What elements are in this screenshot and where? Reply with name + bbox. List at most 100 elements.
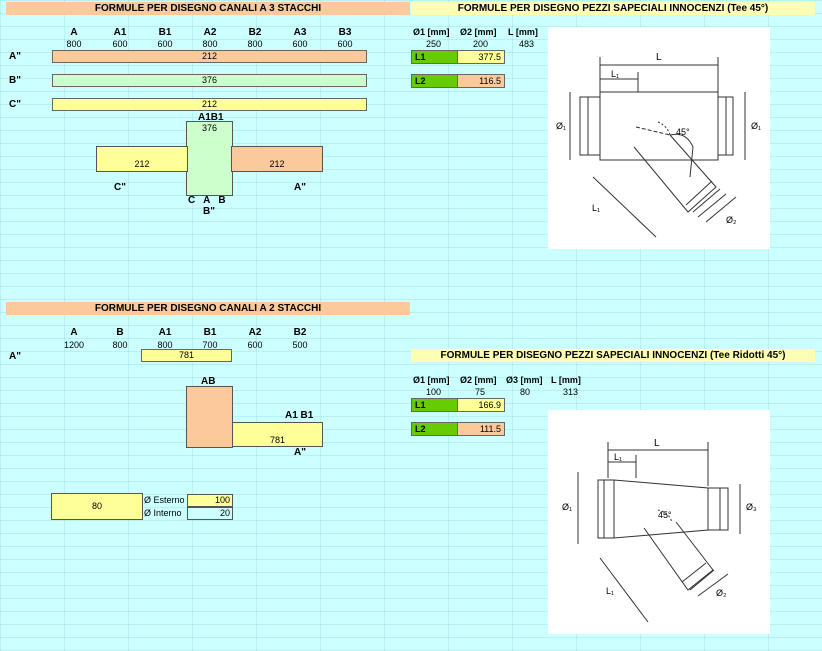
tee45-l2-value: 116.5	[457, 74, 505, 88]
tee45-dim-d2: Ø₂	[726, 215, 737, 225]
circle-ext-input[interactable]: 100	[187, 494, 233, 507]
row-bar-C: 212	[52, 98, 367, 111]
tee45-header-d2: Ø2 [mm]	[460, 27, 497, 37]
col2-value-A[interactable]: 1200	[63, 340, 85, 350]
col-letter-A: A	[70, 27, 78, 38]
tee45-value-d2[interactable]: 200	[473, 39, 489, 49]
teer-dim-d2: Ø₂	[716, 588, 727, 598]
circle-int-input[interactable]: 20	[187, 507, 233, 520]
tee45-dim-d1-right: Ø₁	[751, 121, 761, 131]
tee45-l1-key: L1	[411, 50, 458, 64]
tee45-dim-d1-left: Ø₁	[556, 121, 566, 131]
section-tee45-title: FORMULE PER DISEGNO PEZZI SAPECIALI INNO…	[411, 2, 815, 15]
row-bar-B: 376	[52, 74, 367, 87]
teer-value-d2[interactable]: 75	[475, 387, 486, 397]
section-3-stacchi-title: FORMULE PER DISEGNO CANALI A 3 STACCHI	[6, 2, 410, 15]
col-value-A3[interactable]: 600	[292, 39, 308, 49]
tee45-l1-value: 377.5	[457, 50, 505, 64]
col2-value-B[interactable]: 800	[112, 340, 128, 350]
col-value-A2[interactable]: 800	[202, 39, 218, 49]
teer-value-L: 313	[563, 387, 579, 397]
col2-letter-B2: B2	[293, 327, 307, 338]
diagram1-left-label: C"	[114, 182, 126, 193]
section-tee-ridotti-title: FORMULE PER DISEGNO PEZZI SAPECIALI INNO…	[411, 349, 815, 362]
col2-value-A2[interactable]: 600	[247, 340, 263, 350]
col2-value-B1[interactable]: 700	[202, 340, 218, 350]
teer-header-d1: Ø1 [mm]	[413, 375, 450, 385]
col2-letter-B1: B1	[203, 327, 217, 338]
col-value-A1[interactable]: 600	[112, 39, 128, 49]
circle-result-box: 80	[51, 493, 143, 520]
diagram2-bottom-label: A"	[294, 447, 306, 458]
tee45-header-d1: Ø1 [mm]	[413, 27, 450, 37]
tee45-value-L: 483	[519, 39, 535, 49]
col-letter-B2: B2	[248, 27, 262, 38]
row-label-C: C"	[9, 99, 21, 110]
diagram1-left-value: 212	[134, 159, 150, 169]
teer-l2-value: 111.5	[457, 422, 505, 436]
tee45-dim-angle: 45°	[676, 127, 690, 137]
tee45-drawing-panel: L L₁ Ø₁ Ø₁ 45° L₁ Ø₂	[548, 27, 770, 249]
tee45-dim-L1: L₁	[611, 69, 619, 79]
teer-drawing-panel: L L₁ Ø₁ Ø₃ 45° L₁ Ø₂	[548, 410, 770, 634]
diagram1-center-value: 376	[201, 123, 218, 133]
teer-l2-key: L2	[411, 422, 458, 436]
teer-dim-d1: Ø₁	[562, 502, 572, 512]
teer-l1-value: 166.9	[457, 398, 505, 412]
col-value-B2[interactable]: 800	[247, 39, 263, 49]
col-letter-A3: A3	[293, 27, 307, 38]
col-value-A[interactable]: 800	[66, 39, 82, 49]
diagram2-left-block	[186, 386, 233, 448]
teer-dim-L: L	[654, 438, 660, 449]
row-label-B: B"	[9, 75, 21, 86]
diagram1-left-block: 212	[96, 146, 188, 172]
circle-ext-label: Ø Esterno	[144, 495, 185, 505]
col-letter-B1: B1	[158, 27, 172, 38]
col-letter-B3: B3	[338, 27, 352, 38]
col-value-B1[interactable]: 600	[157, 39, 173, 49]
section-2-stacchi-title: FORMULE PER DISEGNO CANALI A 2 STACCHI	[6, 302, 410, 315]
col2-letter-B: B	[116, 327, 124, 338]
teer-dim-d3: Ø₃	[746, 502, 757, 512]
tee45-value-d1[interactable]: 250	[426, 39, 442, 49]
row-bar-A: 212	[52, 50, 367, 63]
teer-l1-key: L1	[411, 398, 458, 412]
teer-header-L: L [mm]	[551, 375, 581, 385]
row2-label-A: A"	[9, 351, 21, 362]
teer-dim-L1: L₁	[614, 452, 622, 462]
col-letter-A2: A2	[203, 27, 217, 38]
tee45-l2-key: L2	[411, 74, 458, 88]
col2-value-A1[interactable]: 800	[157, 340, 173, 350]
diagram2-right-label: A1 B1	[285, 410, 314, 421]
teer-header-d2: Ø2 [mm]	[460, 375, 497, 385]
diagram1-bottom-letters: C A B	[188, 195, 226, 206]
teer-value-d1[interactable]: 100	[426, 387, 442, 397]
tee45-header-L: L [mm]	[508, 27, 538, 37]
diagram2-top-label: AB	[201, 376, 216, 387]
col2-letter-A: A	[70, 327, 78, 338]
circle-int-label: Ø Interno	[144, 508, 182, 518]
diagram1-bottom-label: B"	[203, 206, 215, 217]
teer-dim-Lt: L₁	[606, 586, 614, 596]
row2-bar-A: 781	[141, 349, 232, 362]
diagram1-right-label: A"	[294, 182, 306, 193]
teer-dim-angle: 45°	[658, 510, 672, 520]
col-letter-A1: A1	[113, 27, 127, 38]
col2-letter-A1: A1	[158, 327, 172, 338]
diagram2-right-value: 781	[269, 435, 286, 445]
teer-drawing: L L₁ Ø₁ Ø₃ 45° L₁ Ø₂	[562, 438, 757, 623]
circle-result-value: 80	[91, 501, 102, 511]
tee45-dim-L: L	[656, 52, 662, 63]
diagram1-right-value: 212	[269, 159, 285, 169]
row-label-A: A"	[9, 51, 21, 62]
diagram2-right-block: 781	[232, 422, 323, 447]
tee45-dim-Lt: L₁	[592, 203, 600, 213]
col2-value-B2[interactable]: 500	[292, 340, 308, 350]
diagram1-center-block: 376	[186, 121, 233, 196]
col2-letter-A2: A2	[248, 327, 262, 338]
teer-value-d3[interactable]: 80	[520, 387, 531, 397]
col-value-B3[interactable]: 600	[337, 39, 353, 49]
diagram1-top-label: A1B1	[198, 112, 224, 123]
diagram1-right-block: 212	[231, 146, 323, 172]
teer-header-d3: Ø3 [mm]	[506, 375, 543, 385]
